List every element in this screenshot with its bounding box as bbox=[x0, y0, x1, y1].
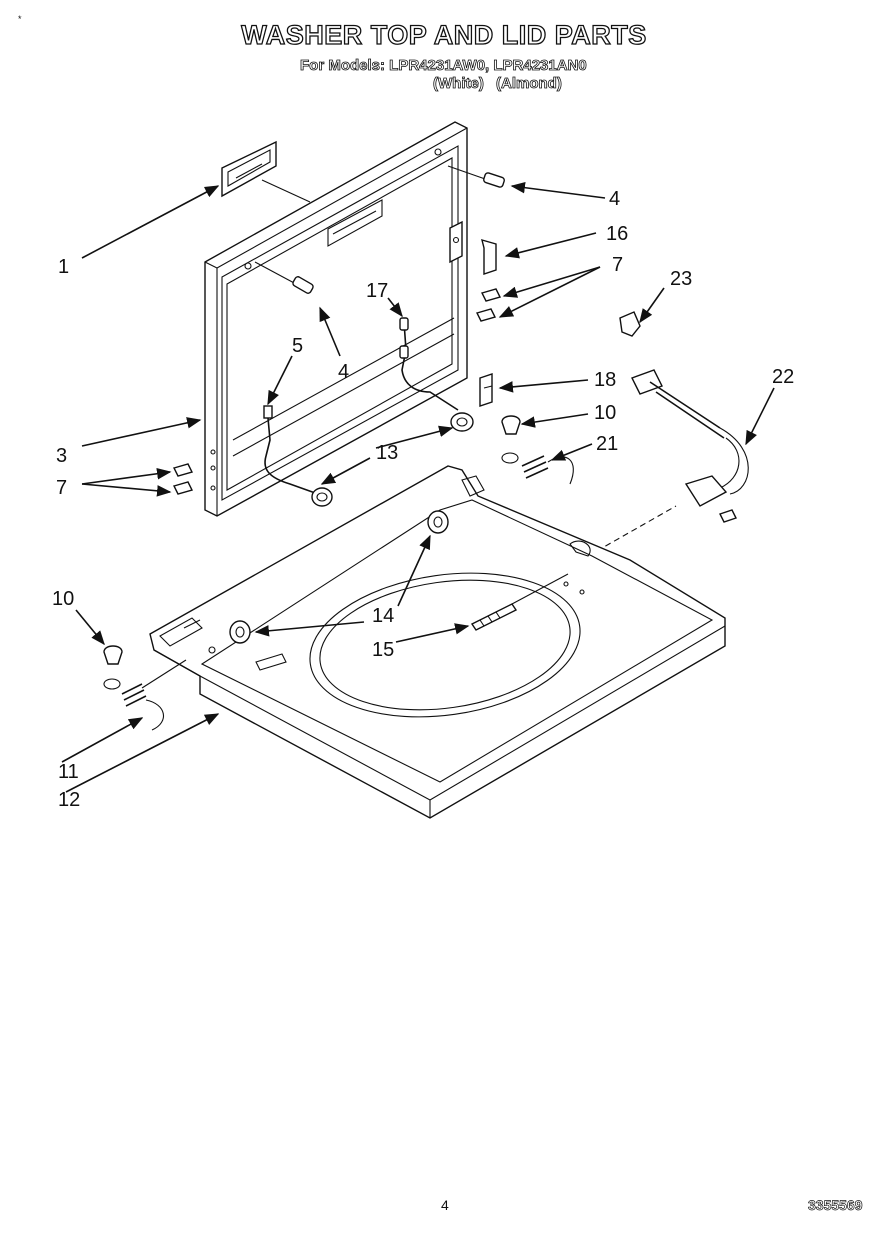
lid-handle-part bbox=[221, 140, 311, 203]
spring-left bbox=[103, 659, 187, 731]
color-almond: (Almond) bbox=[496, 75, 563, 93]
hinge-bushing-front bbox=[229, 620, 251, 644]
hinge-bracket-part bbox=[449, 220, 497, 275]
lid-bumper-lower bbox=[254, 261, 314, 294]
callout-16: 16 bbox=[606, 223, 628, 245]
callout-11: 11 bbox=[58, 761, 79, 783]
corner-mark: * bbox=[18, 14, 22, 24]
screws-lower bbox=[172, 463, 194, 495]
callout-22: 22 bbox=[772, 366, 794, 388]
screws-upper bbox=[475, 288, 502, 322]
screw-long bbox=[470, 573, 569, 631]
callout-4-lower: 4 bbox=[338, 361, 349, 383]
plug-right bbox=[501, 415, 521, 435]
lid-switch-assembly bbox=[587, 369, 749, 557]
callout-12: 12 bbox=[58, 789, 80, 811]
model-colors: (White) (Almond) bbox=[433, 75, 570, 93]
callout-7-upper: 7 bbox=[612, 254, 623, 276]
lid-bumper-upper bbox=[447, 165, 505, 188]
plug-left bbox=[103, 645, 123, 665]
callout-4-upper: 4 bbox=[609, 188, 620, 210]
callout-1: 1 bbox=[58, 256, 69, 278]
leader-lines bbox=[61, 181, 775, 793]
spring-right bbox=[501, 452, 574, 485]
callout-15: 15 bbox=[372, 639, 394, 661]
callout-10-right: 10 bbox=[594, 402, 616, 424]
lid-switch-wire bbox=[263, 405, 333, 507]
callout-17: 17 bbox=[366, 280, 388, 302]
callout-13: 13 bbox=[376, 442, 398, 464]
hinge-bushing-rear bbox=[427, 510, 449, 534]
page-number: 4 bbox=[441, 1197, 449, 1213]
callout-21: 21 bbox=[596, 433, 618, 455]
callout-5: 5 bbox=[292, 335, 303, 357]
callout-23: 23 bbox=[670, 268, 692, 290]
strike-part bbox=[479, 373, 493, 407]
callout-14: 14 bbox=[372, 605, 394, 627]
callout-18: 18 bbox=[594, 369, 616, 391]
models-line: For Models: LPR4231AW0, LPR4231AN0 bbox=[300, 57, 588, 75]
callout-3: 3 bbox=[56, 445, 67, 467]
callout-7-lower: 7 bbox=[56, 477, 67, 499]
lid-wire-harness bbox=[399, 317, 474, 432]
page-title: WASHER TOP AND LID PARTS bbox=[241, 19, 647, 50]
washer-top-panel bbox=[149, 465, 726, 819]
callout-labels: 1 4 16 7 23 17 4 5 18 22 10 21 3 13 7 10… bbox=[52, 188, 794, 811]
document-number: 3355569 bbox=[808, 1197, 863, 1214]
callout-10-left: 10 bbox=[52, 588, 74, 610]
clip-part bbox=[619, 311, 641, 337]
color-white: (White) bbox=[433, 75, 485, 93]
